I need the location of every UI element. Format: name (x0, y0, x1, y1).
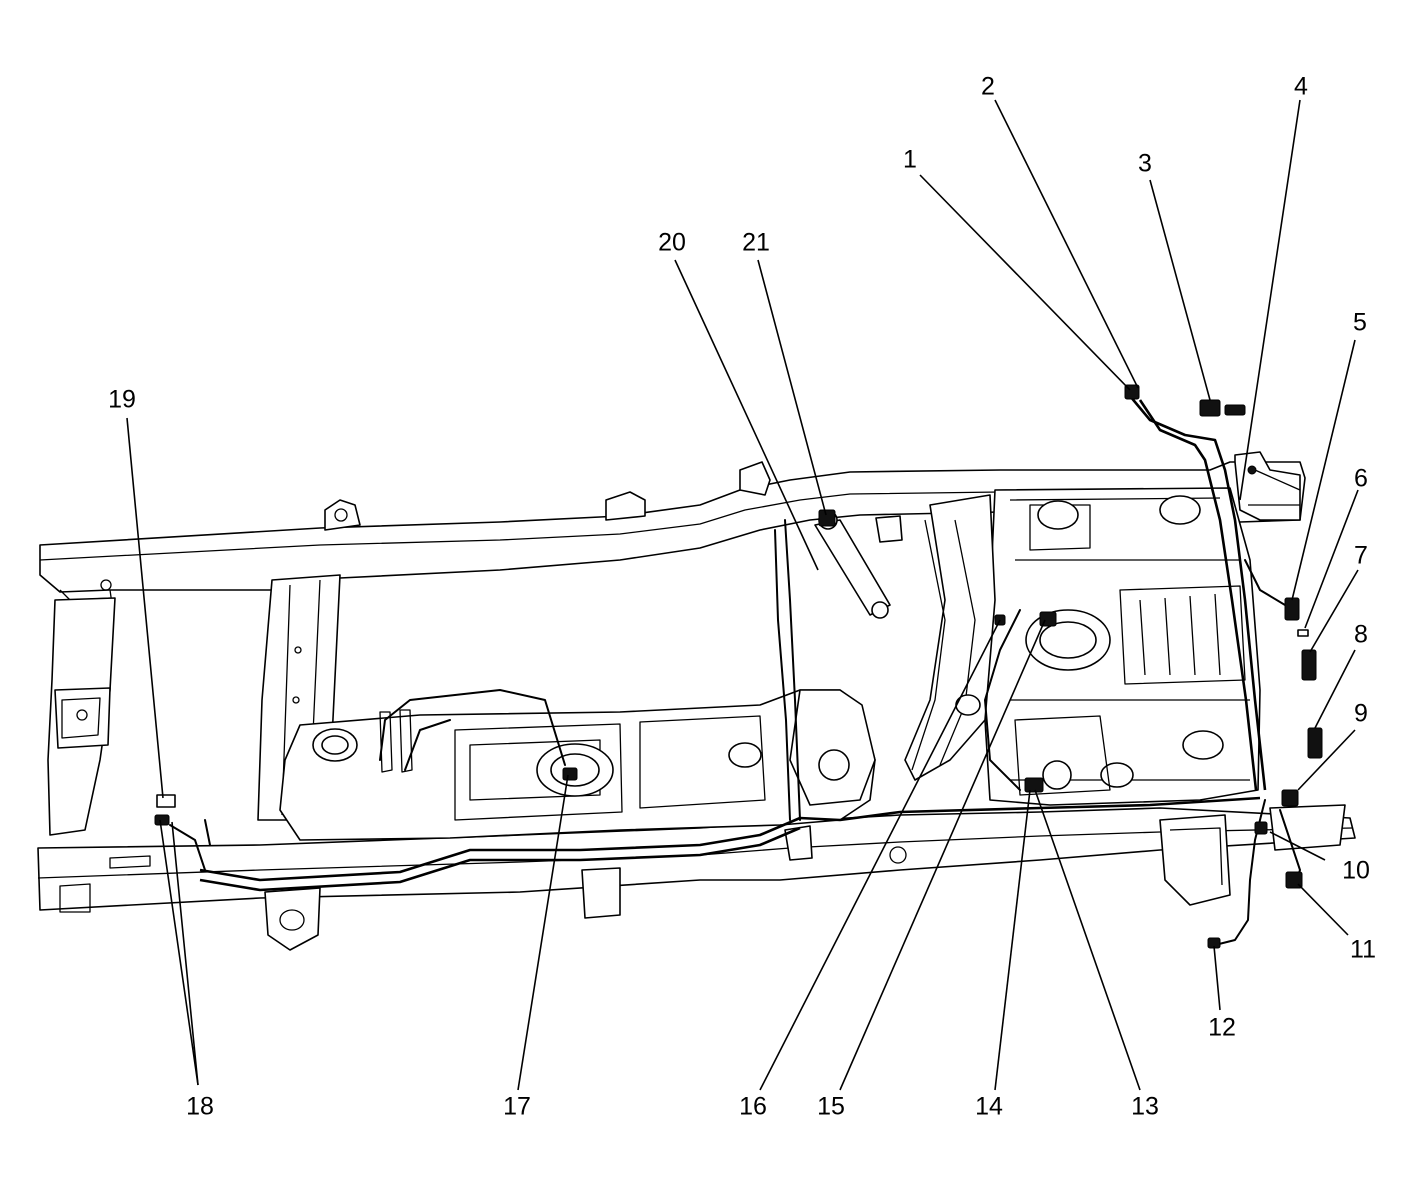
callout-2: 2 (981, 72, 995, 101)
right-fuel-tank (984, 487, 1261, 806)
callout-14: 14 (975, 1092, 1003, 1121)
leader-3 (1149, 179, 1211, 401)
callout-17: 17 (503, 1092, 531, 1121)
leader-10 (1269, 831, 1326, 861)
callout-6: 6 (1354, 464, 1368, 493)
leader-11 (1297, 883, 1349, 936)
leader-8 (1314, 649, 1356, 729)
leader-lines (126, 99, 1359, 1091)
leader-21 (757, 259, 827, 516)
center-crossmember (904, 494, 996, 781)
leader-4 (1239, 99, 1301, 501)
leader-17 (517, 774, 569, 1091)
leader-14 (994, 789, 1031, 1091)
callout-19: 19 (108, 385, 136, 414)
callout-12: 12 (1208, 1013, 1236, 1042)
callout-8: 8 (1354, 620, 1368, 649)
wiring-harness (169, 395, 1301, 946)
callout-5: 5 (1353, 308, 1367, 337)
leader-12 (1213, 945, 1221, 1011)
callout-11: 11 (1350, 935, 1376, 964)
leader-1 (919, 174, 1131, 391)
leader-16 (759, 619, 1001, 1091)
body-mount-brackets (264, 804, 1346, 951)
leader-15 (839, 619, 1046, 1091)
leader-9 (1297, 729, 1356, 791)
callout-18: 18 (186, 1092, 214, 1121)
leader-19 (126, 417, 164, 799)
callout-10: 10 (1342, 856, 1370, 885)
leader-5 (1291, 339, 1356, 601)
leader-18b (171, 821, 199, 1086)
leader-7 (1309, 569, 1359, 653)
shock-absorber (814, 510, 903, 619)
callout-16: 16 (739, 1092, 767, 1121)
callout-3: 3 (1138, 149, 1152, 178)
callout-13: 13 (1131, 1092, 1159, 1121)
callout-7: 7 (1354, 541, 1368, 570)
leader-18a (159, 819, 199, 1086)
leader-20 (674, 259, 819, 571)
leader-6 (1304, 489, 1359, 629)
rear-end-structure (47, 597, 116, 836)
leader-13 (1034, 789, 1141, 1091)
callout-4: 4 (1294, 72, 1308, 101)
callout-20: 20 (658, 228, 686, 257)
leader-2 (994, 99, 1139, 389)
callout-1: 1 (903, 145, 917, 174)
callout-21: 21 (742, 228, 770, 257)
callout-9: 9 (1354, 699, 1368, 728)
callout-15: 15 (817, 1092, 845, 1121)
